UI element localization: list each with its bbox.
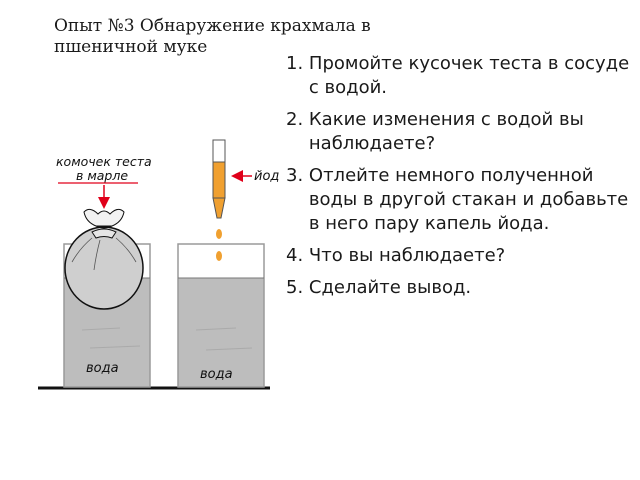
instruction-step-4: 4. Что вы наблюдаете?: [286, 244, 636, 268]
step-number: 4.: [286, 245, 309, 266]
title-line-2: пшеничной муке: [54, 37, 208, 57]
label-water-left: вода: [86, 361, 119, 376]
instruction-step-2: 2. Какие изменения с водой вы наблюдаете…: [286, 108, 636, 156]
instruction-step-5: 5. Сделайте вывод.: [286, 276, 636, 300]
iodine-drop: [216, 251, 222, 261]
instruction-step-1: 1. Промойте кусочек теста в сосуде с вод…: [286, 52, 636, 100]
step-number: 2.: [286, 109, 309, 130]
step-text: Что вы наблюдаете?: [308, 245, 506, 266]
dough-bag: [64, 208, 144, 310]
step-text: Промойте кусочек теста в сосуде с водой.: [308, 53, 630, 98]
step-number: 1.: [286, 53, 309, 74]
step-text: Сделайте вывод.: [308, 277, 472, 298]
right-glass: [177, 243, 265, 388]
water-right: [178, 278, 264, 387]
label-dough-line1: комочек теста: [56, 154, 152, 169]
label-water-right: вода: [200, 367, 233, 382]
step-number: 3.: [286, 165, 309, 186]
label-dough-line2: в марле: [76, 168, 128, 183]
page-title: Опыт №3 Обнаружение крахмала в пшеничной…: [54, 16, 371, 58]
step-text: Какие изменения с водой вы наблюдаете?: [308, 109, 584, 154]
label-iodine: йод: [254, 169, 279, 184]
iodine-drop: [216, 229, 222, 239]
step-text: Отлейте немного полученной воды в другой…: [308, 165, 629, 234]
instruction-list: 1. Промойте кусочек теста в сосуде с вод…: [286, 52, 636, 308]
instruction-step-3: 3. Отлейте немного полученной воды в дру…: [286, 164, 636, 236]
step-number: 5.: [286, 277, 309, 298]
title-line-1: Опыт №3 Обнаружение крахмала в: [54, 16, 371, 36]
iodine-dropper: [212, 139, 226, 261]
